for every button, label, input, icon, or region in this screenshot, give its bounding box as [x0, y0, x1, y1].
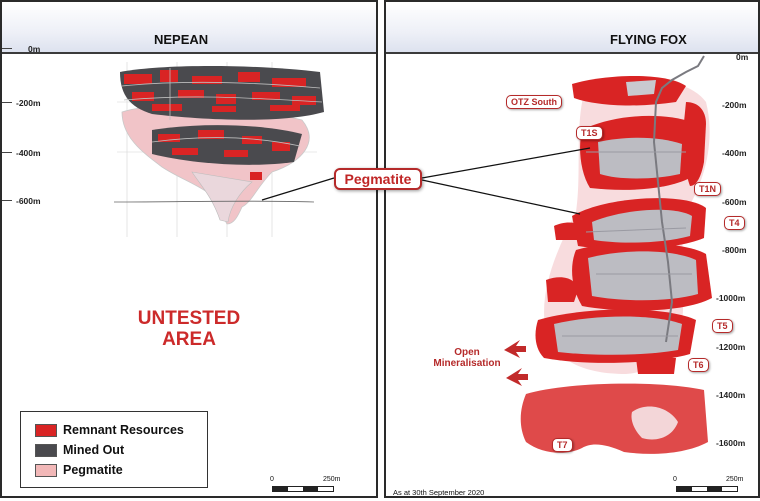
- scale-start-label: 0: [673, 476, 677, 483]
- legend-label: Mined Out: [63, 443, 125, 457]
- depth-label-0m: 0m: [28, 44, 41, 54]
- depth-tick: [2, 152, 12, 153]
- annotation-t6: T6: [688, 358, 709, 372]
- legend-swatch-mined: [35, 444, 57, 457]
- depth-label-200m: -200m: [722, 100, 747, 110]
- flying-fox-panel: FLYING FOX 0m -200m -400m -600m -800m -1…: [384, 0, 760, 498]
- surface-line: [2, 52, 376, 54]
- legend-swatch-remnant: [35, 424, 57, 437]
- depth-label-0m: 0m: [736, 52, 749, 62]
- depth-label-200m: -200m: [16, 98, 41, 108]
- scale-end-label: 250m: [726, 476, 744, 483]
- depth-label-1400m: -1400m: [716, 390, 746, 400]
- depth-label-400m: -400m: [16, 148, 41, 158]
- depth-label-1600m: -1600m: [716, 438, 746, 448]
- scale-end-label: 250m: [323, 476, 341, 483]
- untested-label-line2: AREA: [162, 329, 216, 350]
- surface-line: [386, 52, 758, 54]
- legend-label: Pegmatite: [63, 463, 123, 477]
- annotation-t5: T5: [712, 319, 733, 333]
- untested-label-line1: UNTESTED: [137, 308, 241, 329]
- annotation-t7: T7: [552, 438, 573, 452]
- depth-label-800m: -800m: [722, 245, 747, 255]
- nepean-orebody-model: [113, 62, 324, 237]
- depth-tick: [2, 200, 12, 201]
- legend-swatch-pegmatite: [35, 464, 57, 477]
- depth-label-1200m: -1200m: [716, 342, 746, 352]
- nepean-title: NEPEAN: [154, 32, 209, 47]
- open-mineralisation-line2: Mineralisation: [433, 358, 501, 369]
- flying-fox-title: FLYING FOX: [610, 32, 687, 47]
- depth-label-400m: -400m: [722, 148, 747, 158]
- flying-fox-orebody-model: [504, 55, 712, 454]
- legend-label: Remnant Resources: [63, 423, 184, 437]
- pegmatite-callout: Pegmatite: [334, 168, 422, 190]
- depth-label-600m: -600m: [16, 196, 41, 206]
- scale-start-label: 0: [270, 476, 274, 483]
- sky-band: [386, 2, 758, 52]
- as-at-date: As at 30th September 2020: [393, 488, 485, 497]
- scale-bar: [676, 486, 738, 492]
- sky-band: [2, 2, 376, 52]
- depth-tick: [2, 102, 12, 103]
- legend: Remnant Resources Mined Out Pegmatite: [20, 411, 208, 488]
- annotation-t1s: T1S: [576, 126, 603, 140]
- scale-bar: [272, 486, 334, 492]
- depth-tick: [2, 48, 12, 49]
- open-mineralisation-label: Open Mineralisation: [420, 347, 514, 369]
- untested-area-label: UNTESTED AREA: [134, 308, 244, 350]
- annotation-t1n: T1N: [694, 182, 722, 196]
- annotation-t4: T4: [724, 216, 745, 230]
- depth-label-1000m: -1000m: [716, 293, 746, 303]
- depth-label-600m: -600m: [722, 197, 747, 207]
- open-mineralisation-line1: Open: [454, 347, 480, 358]
- nepean-panel: NEPEAN 0m -200m -400m -600m: [0, 0, 378, 498]
- annotation-otz-south: OTZ South: [506, 95, 562, 109]
